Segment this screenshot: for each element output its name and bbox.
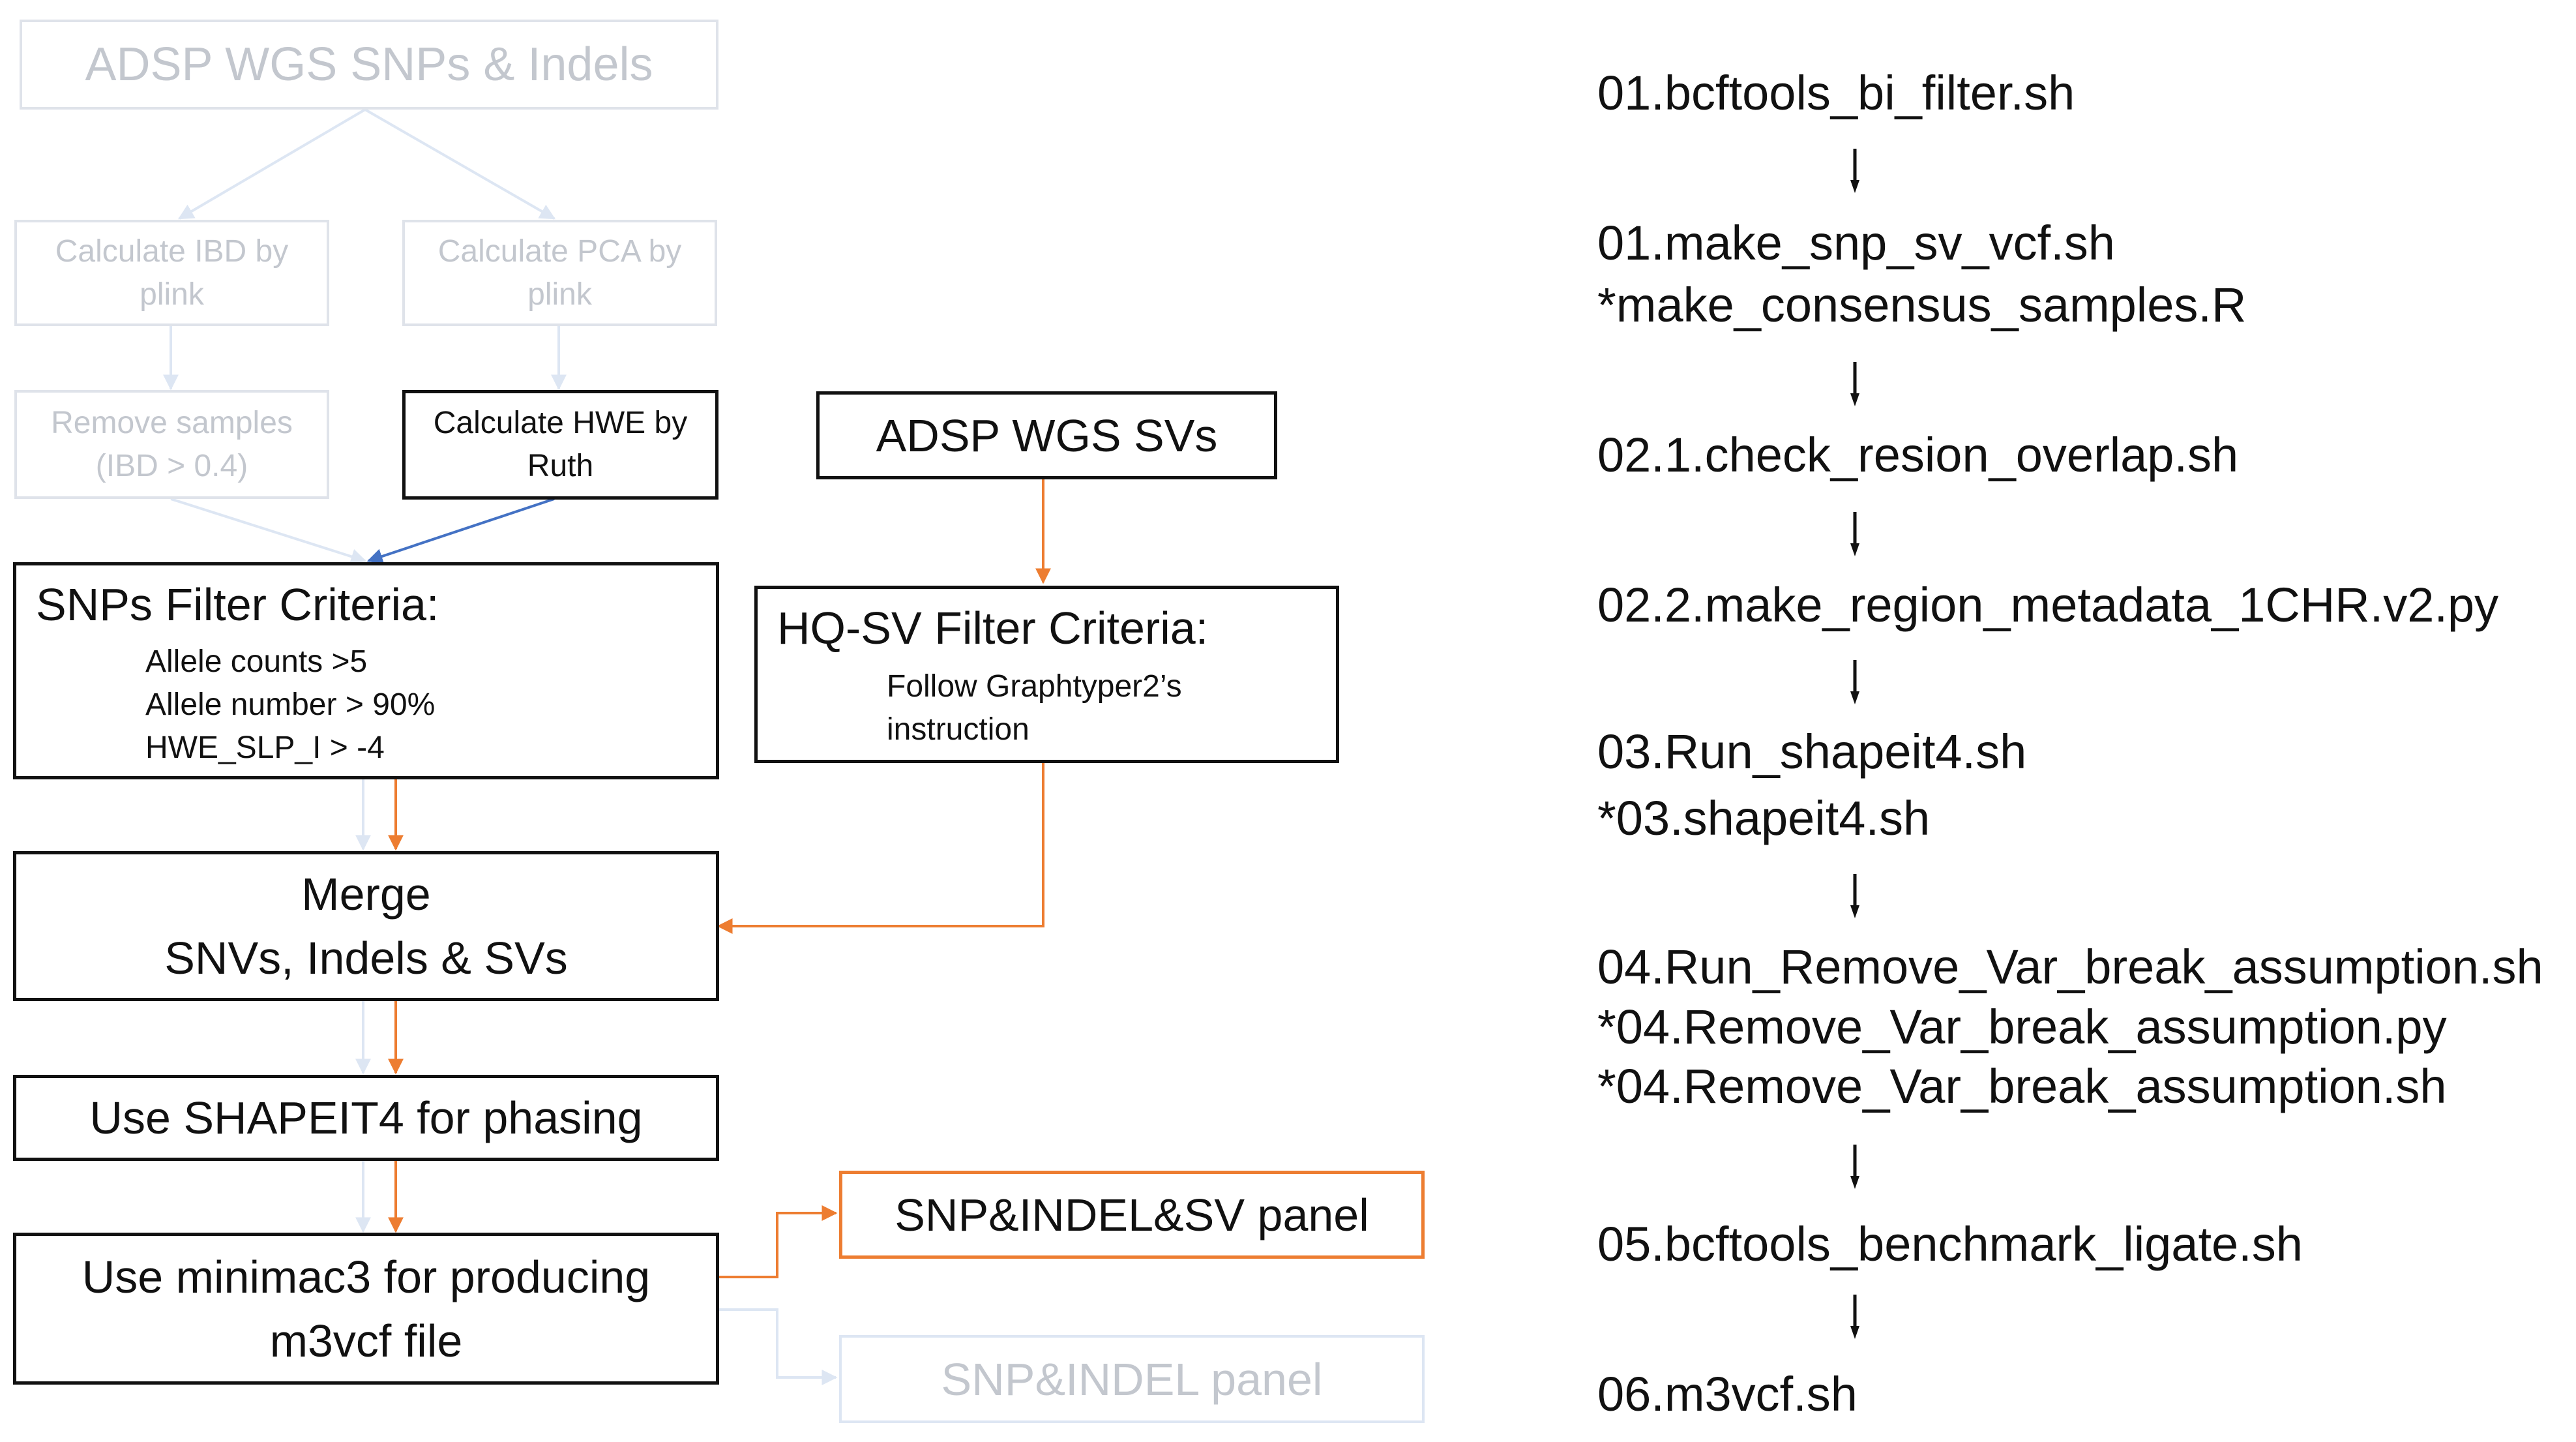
script-step-5-line-1: 03.Run_shapeit4.sh xyxy=(1597,725,2027,779)
faint-connector xyxy=(719,1308,838,1385)
svs-source-box: ADSP WGS SVs xyxy=(816,391,1277,479)
merge-box: Merge SNVs, Indels & SVs xyxy=(13,851,719,1001)
hwe-connector xyxy=(366,498,555,564)
shapeit-box: Use SHAPEIT4 for phasing xyxy=(13,1075,719,1161)
script-step-2-line-1: 01.make_snp_sv_vcf.sh xyxy=(1597,216,2115,270)
hqsv-filter-box: HQ-SV Filter Criteria: Follow Graphtyper… xyxy=(754,586,1339,763)
remove-samples-line-2: (IBD > 0.4) xyxy=(95,448,248,483)
down-arrow-icon xyxy=(1850,1295,1859,1339)
down-arrow-icon xyxy=(1850,362,1859,406)
remove-samples-line-1: Remove samples xyxy=(51,405,293,440)
minimac-box: Use minimac3 for producing m3vcf file xyxy=(13,1233,719,1385)
down-arrow-icon xyxy=(1850,149,1859,193)
hqsv-filter-title: HQ-SV Filter Criteria: xyxy=(777,603,1209,653)
snps-filter-item: Allele number > 90% xyxy=(145,687,436,722)
script-step-7-line-1: 05.bcftools_benchmark_ligate.sh xyxy=(1597,1217,2303,1271)
calc-pca-line-1: Calculate PCA by xyxy=(437,233,682,269)
script-step-3-line-1: 02.1.check_resion_overlap.sh xyxy=(1597,428,2239,482)
calc-pca-box: Calculate PCA by plink xyxy=(402,220,717,326)
script-step-8-line-1: 06.m3vcf.sh xyxy=(1597,1367,1858,1421)
down-arrow-icon xyxy=(1850,660,1859,704)
script-step-6-line-1: 04.Run_Remove_Var_break_assumption.sh xyxy=(1597,940,2543,994)
hqsv-filter-item: Follow Graphtyper2’s xyxy=(887,669,1182,704)
snps-filter-box: SNPs Filter Criteria: Allele counts >5 A… xyxy=(13,562,719,779)
snps-indels-source-box: ADSP WGS SNPs & Indels xyxy=(20,20,718,110)
merge-line-1: Merge xyxy=(301,869,431,920)
remove-samples-box: Remove samples (IBD > 0.4) xyxy=(14,390,329,499)
panel-sv-label: SNP&INDEL&SV panel xyxy=(895,1189,1369,1240)
shapeit-label: Use SHAPEIT4 for phasing xyxy=(89,1092,643,1143)
hqsv-filter-item: instruction xyxy=(887,712,1029,747)
down-arrow-icon xyxy=(1850,874,1859,918)
calc-hwe-line-1: Calculate HWE by xyxy=(433,406,688,440)
down-arrow-icon xyxy=(1850,512,1859,556)
panel-snp-box: SNP&INDEL panel xyxy=(839,1335,1425,1423)
calc-ibd-line-1: Calculate IBD by xyxy=(55,233,289,269)
minimac-line-2: m3vcf file xyxy=(269,1315,463,1366)
minimac-line-1: Use minimac3 for producing xyxy=(81,1251,651,1302)
svs-source-label: ADSP WGS SVs xyxy=(876,410,1218,461)
orange-connector xyxy=(719,1205,838,1278)
faint-connector xyxy=(170,498,367,564)
script-step-6-line-3: *04.Remove_Var_break_assumption.sh xyxy=(1597,1059,2447,1113)
panel-snp-label: SNP&INDEL panel xyxy=(941,1353,1323,1405)
calc-pca-line-2: plink xyxy=(527,277,592,312)
panel-sv-box: SNP&INDEL&SV panel xyxy=(839,1171,1425,1259)
script-step-2-line-2: *make_consensus_samples.R xyxy=(1597,278,2247,332)
calc-hwe-box: Calculate HWE by Ruth xyxy=(402,390,718,500)
snps-filter-item: Allele counts >5 xyxy=(145,644,368,679)
calc-ibd-box: Calculate IBD by plink xyxy=(14,220,329,326)
script-step-6-line-2: *04.Remove_Var_break_assumption.py xyxy=(1597,1000,2447,1054)
snps-filter-item: HWE_SLP_I > -4 xyxy=(145,730,385,765)
down-arrow-icon xyxy=(1850,1145,1859,1189)
merge-line-2: SNVs, Indels & SVs xyxy=(164,933,568,984)
faint-connector xyxy=(177,108,366,220)
script-step-5-line-2: *03.shapeit4.sh xyxy=(1597,791,1931,845)
script-step-4-line-1: 02.2.make_region_metadata_1CHR.v2.py xyxy=(1597,578,2499,632)
calc-hwe-line-2: Ruth xyxy=(527,449,594,483)
faint-connector xyxy=(364,108,556,220)
orange-connector xyxy=(717,763,1044,934)
script-step-1-line-1: 01.bcftools_bi_filter.sh xyxy=(1597,66,2075,120)
calc-ibd-line-2: plink xyxy=(140,277,204,312)
snps-filter-title: SNPs Filter Criteria: xyxy=(36,579,439,630)
snps-indels-source-label: ADSP WGS SNPs & Indels xyxy=(85,38,653,91)
